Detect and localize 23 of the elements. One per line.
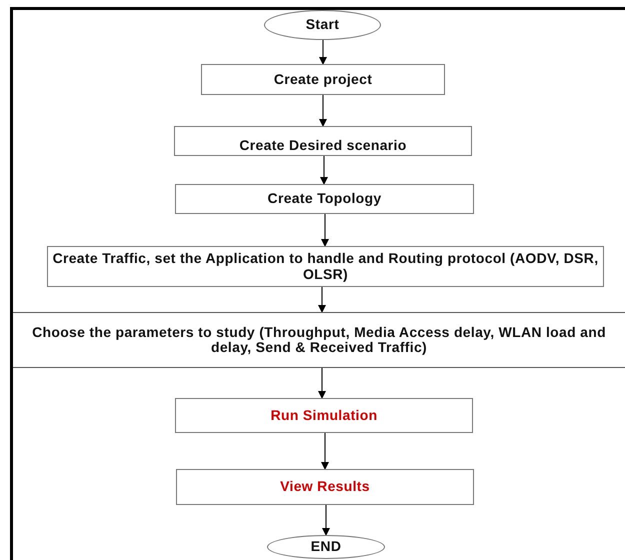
step-label: Run Simulation — [270, 408, 378, 424]
step-label: Choose the parameters to study (Throughput, Media Access delay, WLAN load and delay, Send & Received Traffic) — [31, 324, 607, 356]
step-label: Create Desired scenario — [239, 138, 407, 153]
arrow — [320, 156, 328, 185]
step-label: Create Traffic, set the Application to handle and Routing protocol (AODV, DSR, OLSR) — [52, 251, 599, 282]
process-box — [175, 184, 474, 214]
arrow — [319, 40, 327, 65]
step-label: View Results — [280, 479, 370, 495]
step-label: Create Topology — [268, 191, 382, 207]
arrow — [321, 214, 329, 247]
step-label: Start — [306, 17, 340, 33]
arrow — [319, 94, 327, 127]
step-label: Create project — [274, 72, 372, 88]
process-box — [175, 398, 473, 433]
arrow — [322, 504, 330, 536]
process-box — [201, 64, 445, 95]
process-box — [176, 469, 474, 505]
step-label: END — [310, 539, 342, 555]
arrow — [321, 432, 329, 470]
process-box — [174, 126, 472, 156]
arrow — [318, 286, 326, 313]
process-band — [13, 312, 625, 368]
arrow — [318, 368, 326, 399]
